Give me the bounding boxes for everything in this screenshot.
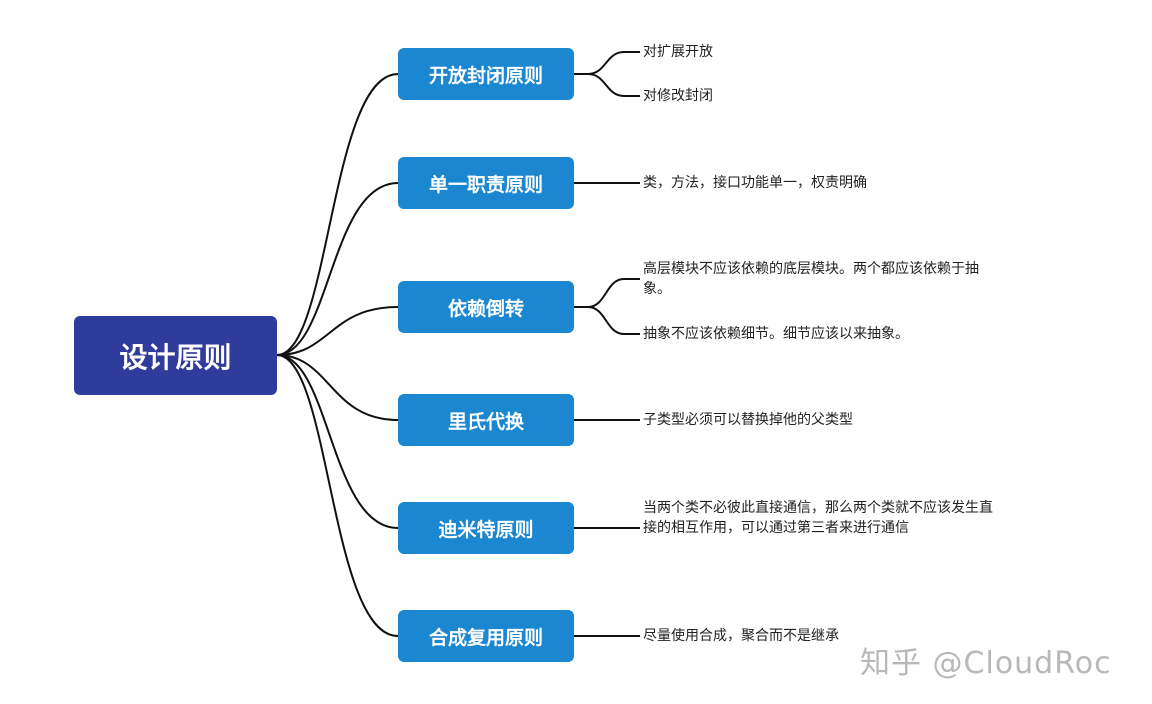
- connector-2-a: [574, 278, 640, 308]
- detail-composite-reuse: 尽量使用合成，聚合而不是继承: [643, 628, 839, 644]
- connector-root-5: [276, 354, 399, 637]
- principle-node-demeter: 迪米特原则: [398, 502, 574, 554]
- connector-root-1: [276, 182, 399, 356]
- principle-node-composite-reuse: 合成复用原则: [398, 610, 574, 662]
- principle-node-open-closed: 开放封闭原则: [398, 48, 574, 100]
- detail-open-extension: 对扩展开放: [643, 44, 713, 60]
- detail-single-responsibility: 类，方法，接口功能单一，权责明确: [643, 175, 867, 191]
- detail-high-level-modules: 高层模块不应该依赖的底层模块。两个都应该依赖于抽象。: [643, 261, 979, 297]
- detail-abstraction: 抽象不应该依赖细节。细节应该以来抽象。: [643, 326, 909, 342]
- connector-root-3: [276, 354, 399, 421]
- principle-node-single-responsibility: 单一职责原则: [398, 157, 574, 209]
- connector-root-4: [276, 354, 399, 529]
- connector-0-a: [574, 51, 640, 75]
- detail-demeter: 当两个类不必彼此直接通信，那么两个类就不应该发生直接的相互作用，可以通过第三者来…: [643, 500, 993, 536]
- root-node: 设计原则: [74, 316, 277, 395]
- connector-root-0: [276, 73, 399, 356]
- detail-liskov: 子类型必须可以替换掉他的父类型: [643, 412, 853, 428]
- connector-root-2: [276, 306, 399, 356]
- detail-closed-modification: 对修改封闭: [643, 88, 713, 104]
- principle-node-dependency-inversion: 依赖倒转: [398, 281, 574, 333]
- watermark: 知乎 @CloudRoc: [860, 646, 1112, 681]
- principle-node-liskov-substitution: 里氏代换: [398, 394, 574, 446]
- connector-0-b: [574, 73, 640, 97]
- connector-2-b: [574, 306, 640, 335]
